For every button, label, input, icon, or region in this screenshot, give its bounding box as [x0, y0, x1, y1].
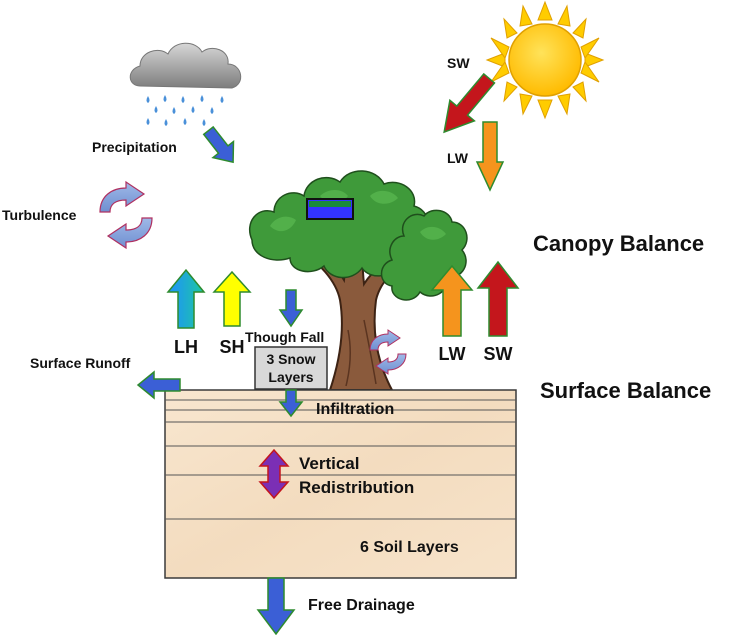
sw-solar-label: SW [447, 55, 470, 71]
snow-layers-label-line1: 3 Snow [266, 351, 315, 367]
turbulence-label: Turbulence [2, 207, 77, 223]
canopy-balance-label: Canopy Balance [533, 231, 704, 256]
sun-icon [485, 0, 605, 120]
snow-layers-box: 3 Snow Layers [254, 346, 328, 390]
lw-canopy-label: LW [439, 344, 466, 364]
sw-canopy-arrow [476, 260, 520, 337]
turbulence-swirl-icon [99, 180, 153, 250]
soil-layers-label: 6 Soil Layers [360, 539, 459, 556]
lw-solar-arrow [475, 121, 505, 192]
infiltration-label: Infiltration [316, 401, 394, 418]
vertical-label-line2: Redistribution [299, 478, 414, 497]
surface-runoff-arrow [136, 370, 181, 400]
vertical-label-line1: Vertical [299, 454, 360, 473]
lw-canopy-arrow [430, 264, 474, 337]
vertical-redistribution-arrow [258, 448, 290, 500]
sh-arrow [212, 270, 252, 327]
precipitation-arrow [202, 125, 235, 164]
lw-solar-label: LW [447, 150, 469, 166]
sh-label: SH [219, 337, 244, 357]
surface-runoff-label: Surface Runoff [30, 355, 131, 371]
lh-label: LH [174, 337, 198, 357]
precipitation-label: Precipitation [92, 139, 177, 155]
free-drainage-arrow [256, 577, 296, 635]
canopy-turbulence-swirl-icon [369, 329, 407, 375]
free-drainage-label: Free Drainage [308, 597, 415, 614]
rain-cloud-icon [129, 42, 242, 126]
though-fall-label: Though Fall [245, 329, 324, 345]
surface-balance-label: Surface Balance [540, 378, 711, 403]
tree-icon [249, 170, 468, 391]
snow-layers-label-line2: Layers [268, 369, 313, 385]
though-fall-arrow [278, 289, 304, 328]
sw-solar-arrow [443, 72, 496, 134]
sw-canopy-label: SW [484, 344, 513, 364]
infiltration-arrow [278, 389, 304, 418]
soil-column [164, 389, 517, 579]
lh-arrow [166, 268, 206, 329]
